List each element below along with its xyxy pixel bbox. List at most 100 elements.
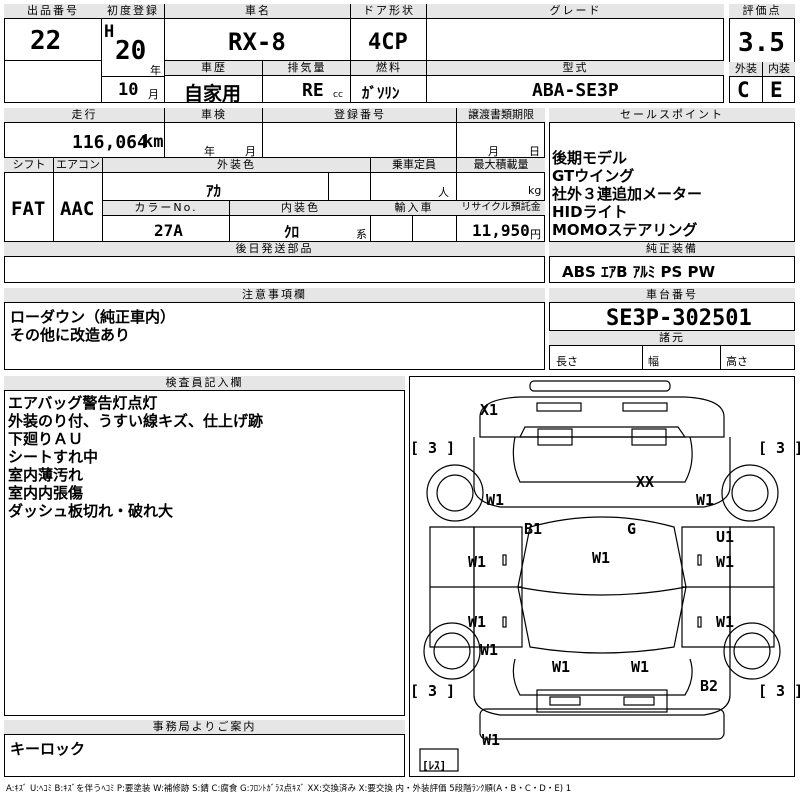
recycle-unit: 円 — [530, 228, 541, 241]
int-color-suffix: 系 — [356, 228, 367, 241]
reg-year: 20 — [115, 36, 147, 66]
fuel-label: 燃料 — [351, 61, 427, 76]
lot-no: 22 — [30, 26, 62, 56]
capacity-label: 乗車定員 — [371, 158, 457, 173]
sales-points-label: セールスポイント — [549, 108, 795, 123]
sales-point: HIDライト — [552, 203, 628, 221]
inspector-note: 室内内張傷 — [8, 484, 84, 502]
lot-no-label: 出品番号 — [4, 4, 102, 19]
model: ABA-SE3P — [532, 80, 619, 101]
chassis-label: 車台番号 — [549, 288, 795, 303]
inspector-note: 外装のり付、うすい線キズ、仕上げ跡 — [8, 412, 264, 430]
shift: FAT — [11, 198, 46, 220]
damage-mark: B1 — [524, 520, 543, 538]
chassis-number: SE3P-302501 — [606, 306, 752, 331]
mileage: 116,064 — [72, 132, 148, 153]
damage-mark: W1 — [716, 613, 735, 631]
damage-mark: W1 — [592, 549, 611, 567]
damage-mark: X1 — [480, 401, 499, 419]
interior-label: 内装 — [763, 62, 795, 77]
height-label: 高さ — [726, 355, 748, 368]
displacement: RE — [302, 80, 324, 101]
ext-color: ｱｶ — [206, 182, 222, 200]
tire-tread-rr: [ 3 ] — [758, 682, 800, 700]
later-parts-label: 後日発送部品 — [4, 242, 545, 257]
ext-color-label: 外装色 — [103, 158, 370, 173]
damage-mark: B2 — [700, 677, 719, 695]
era: H — [104, 22, 115, 42]
inspection-month-unit: 月 — [245, 145, 256, 158]
specs-label: 諸元 — [549, 331, 795, 346]
inspection-label: 車検 — [165, 108, 263, 123]
damage-mark: W1 — [716, 553, 735, 571]
damage-mark: W1 — [631, 658, 650, 676]
sales-points-list: 後期モデル GTウイング 社外３連追加メーター HIDライト MOMOステアリン… — [552, 149, 702, 239]
score: 3.5 — [738, 28, 785, 58]
tire-tread-rl: [ 3 ] — [410, 682, 456, 700]
sales-point: 社外３連追加メーター — [552, 185, 703, 203]
inspector-note: シートすれ中 — [8, 448, 99, 466]
capacity-unit: 人 — [438, 186, 449, 199]
history: 自家用 — [184, 83, 242, 105]
sales-point: MOMOステアリング — [552, 221, 698, 239]
damage-mark: W1 — [552, 658, 571, 676]
fuel: ｶﾞｿﾘﾝ — [362, 84, 400, 102]
recycle-fee: 11,950 — [472, 221, 530, 240]
doors: 4CP — [368, 30, 408, 55]
notes-label: 注意事項欄 — [4, 288, 545, 303]
notes-list: ローダウン（純正車内） その他に改造あり — [10, 308, 175, 344]
shift-label: シフト — [4, 158, 54, 173]
score-label: 評価点 — [729, 4, 795, 19]
reg-year-unit: 年 — [150, 64, 161, 77]
model-label: 型式 — [427, 61, 724, 76]
car-outline — [419, 380, 781, 772]
inspector-note: 室内薄汚れ — [8, 466, 84, 484]
tire-tread-fl: [ 3 ] — [410, 439, 456, 457]
history-label: 車歴 — [165, 61, 263, 76]
interior-grade: E — [770, 78, 783, 102]
color-no-label: カラーNo. — [103, 201, 229, 216]
inspection-year-unit: 年 — [204, 145, 215, 158]
transfer-day-unit: 日 — [529, 145, 540, 158]
car-name-label: 車名 — [165, 4, 351, 19]
recycle-label: リサイクル預託金 — [457, 201, 545, 216]
damage-mark: W1 — [486, 491, 505, 509]
first-reg-label: 初度登録 — [101, 4, 165, 19]
grade-label: グレード — [427, 4, 724, 19]
damage-mark: W1 — [480, 641, 499, 659]
damage-mark: W1 — [482, 731, 501, 749]
color-no: 27A — [154, 221, 183, 240]
exterior-grade: C — [737, 78, 750, 102]
max-load-unit: kg — [528, 184, 542, 197]
note-line: ローダウン（純正車内） — [10, 308, 176, 326]
mileage-unit: km — [143, 132, 164, 152]
displacement-label: 排気量 — [263, 61, 351, 76]
inspector-label: 検査員記入欄 — [4, 376, 405, 391]
int-color-label: 内装色 — [230, 201, 371, 216]
ac: AAC — [60, 198, 95, 220]
office-note: キーロック — [10, 740, 86, 758]
sales-point: 後期モデル — [552, 149, 628, 167]
length-label: 長さ — [556, 355, 578, 368]
damage-mark: W1 — [468, 553, 487, 571]
car-name: RX-8 — [228, 28, 286, 56]
max-load-label: 最大積載量 — [457, 158, 545, 173]
width-label: 幅 — [648, 355, 659, 368]
reg-month-unit: 月 — [148, 88, 159, 101]
inspector-note: 下廻りＡＵ — [8, 430, 84, 448]
damage-mark: W1 — [468, 613, 487, 631]
int-color: ｸﾛ — [284, 223, 300, 241]
reg-month: 10 — [118, 80, 139, 100]
damage-mark: W1 — [696, 491, 715, 509]
doors-label: ドア形状 — [351, 4, 427, 19]
tire-tread-fr: [ 3 ] — [758, 439, 800, 457]
damage-mark: U1 — [716, 528, 735, 546]
note-line: その他に改造あり — [10, 326, 131, 344]
office-label: 事務局よりご案内 — [4, 720, 405, 735]
registration-label: 登録番号 — [263, 108, 457, 123]
inspector-note: エアバッグ警告灯点灯 — [8, 394, 158, 412]
sales-point: GTウイング — [552, 167, 635, 185]
ac-label: エアコン — [54, 158, 102, 173]
later-parts-block — [4, 242, 545, 283]
inspector-notes: エアバッグ警告灯点灯 外装のり付、うすい線キズ、仕上げ跡 下廻りＡＵ シートすれ… — [8, 394, 263, 520]
